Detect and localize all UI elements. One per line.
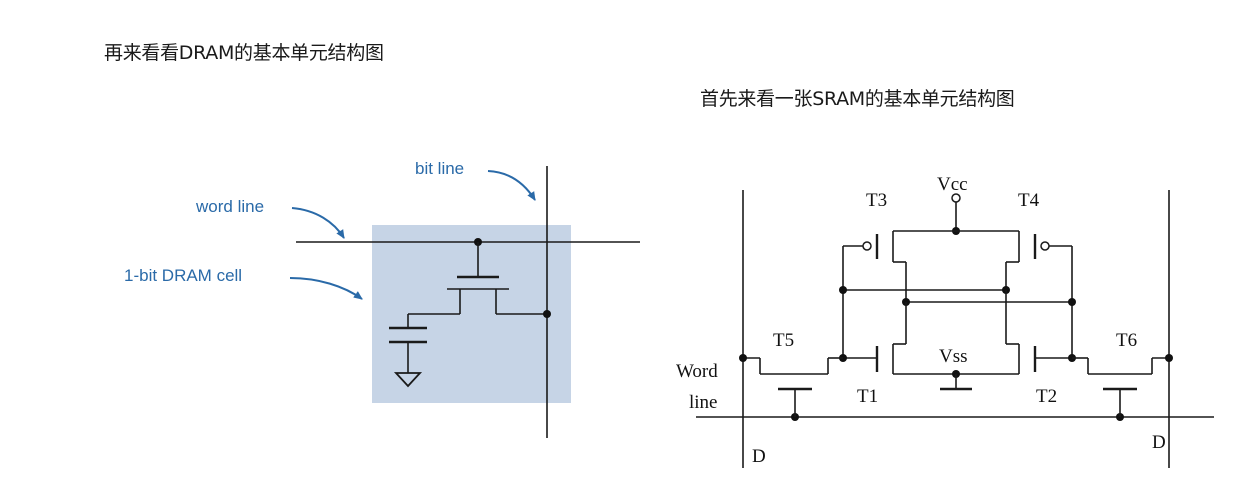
vss-label: Vss	[939, 346, 968, 367]
t4-label: T4	[1018, 190, 1040, 211]
sram-heading: 首先来看一张SRAM的基本单元结构图	[700, 88, 1015, 110]
word-line-label: word line	[195, 197, 264, 216]
dram-bitline-junction	[543, 310, 551, 318]
t2-label: T2	[1036, 386, 1057, 407]
dram-diagram: bit line word line 1-bit DRAM cell	[124, 159, 640, 438]
vcc-terminal	[951, 193, 961, 203]
word-line-arrow	[291, 207, 345, 239]
t1-label: T1	[857, 386, 878, 407]
ground-icon	[393, 372, 423, 388]
vcc-label: Vcc	[937, 174, 968, 195]
bit-line-arrow	[487, 170, 536, 201]
word-label: Word	[676, 361, 718, 382]
dram-cell-arrow	[289, 277, 363, 300]
dram-cell-label: 1-bit DRAM cell	[124, 266, 242, 285]
line-label: line	[689, 392, 718, 413]
dram-heading: 再来看看DRAM的基本单元结构图	[104, 42, 384, 64]
t3-gate-bubble	[862, 241, 872, 251]
t4-gate-bubble	[1040, 241, 1050, 251]
t5-label: T5	[773, 330, 794, 351]
d-left-label: D	[752, 446, 766, 467]
sram-diagram: Vcc T3 T4 T5 T6 Vss T1 T2 Word line D D	[676, 174, 1214, 468]
t3-label: T3	[866, 190, 887, 211]
bit-line-label: bit line	[415, 159, 464, 178]
t6-label: T6	[1116, 330, 1137, 351]
d-right-label: D	[1152, 432, 1166, 453]
